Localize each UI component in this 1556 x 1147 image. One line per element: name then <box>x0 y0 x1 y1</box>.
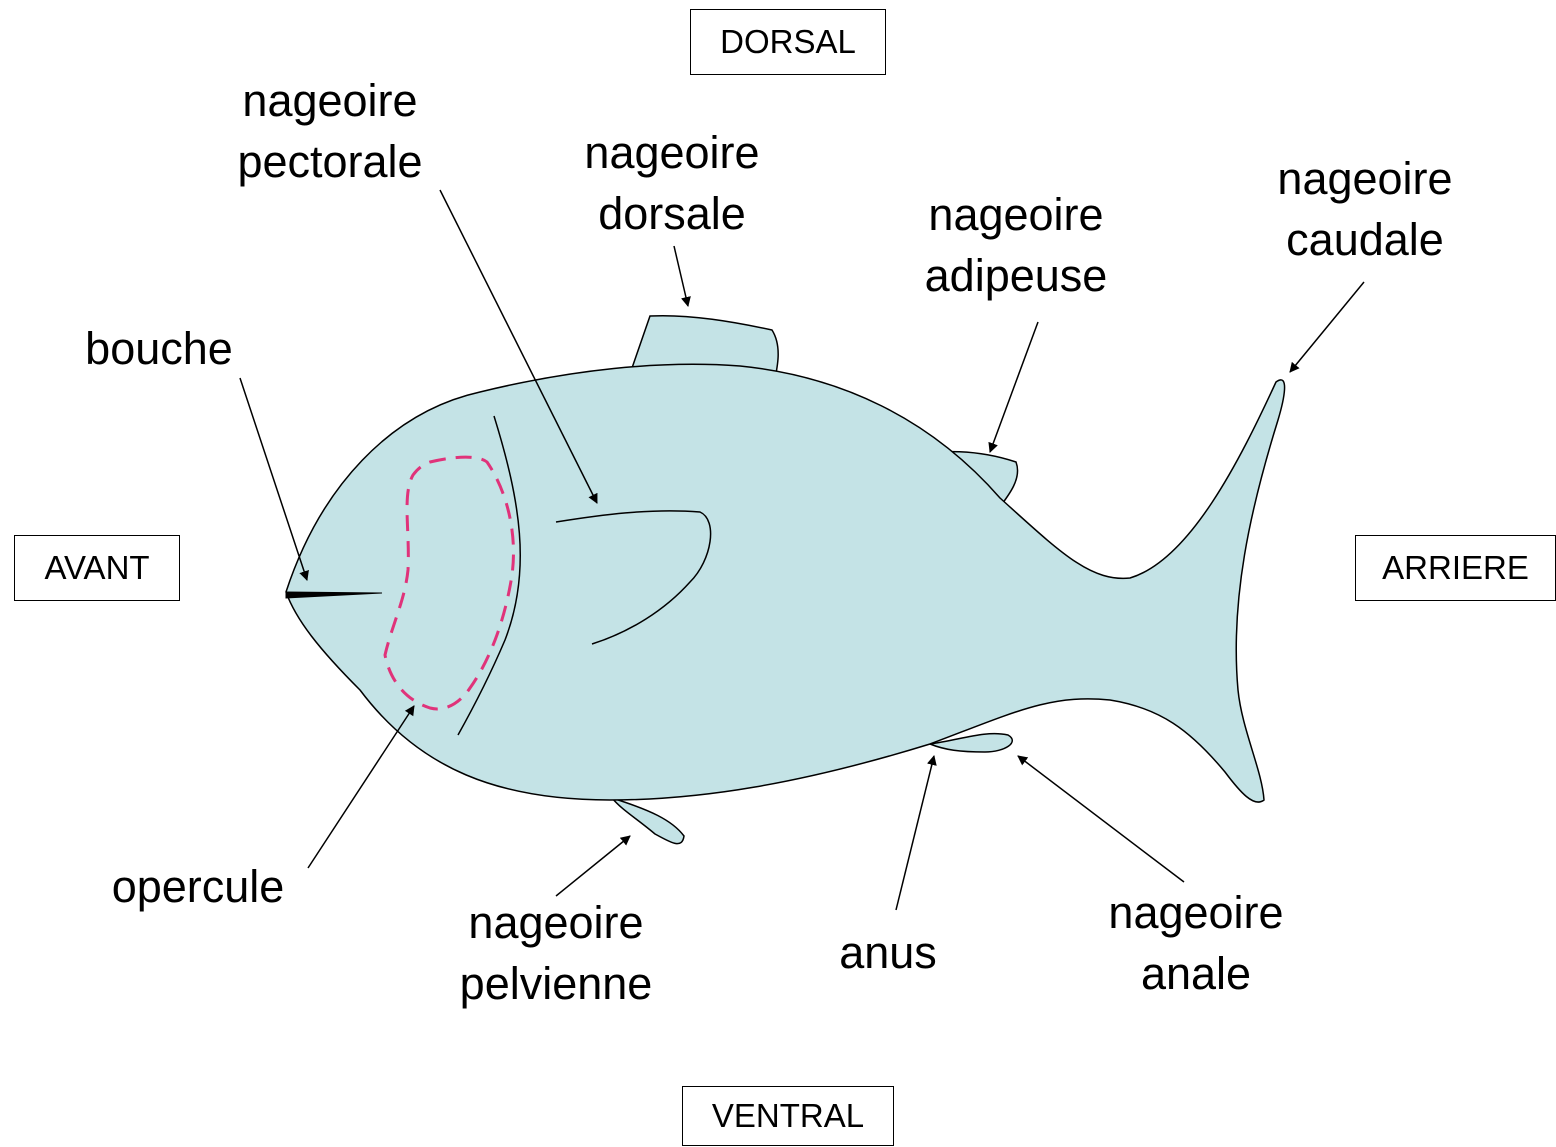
pelvic-fin-shape <box>612 798 684 844</box>
label-pelvic-line2: pelvienne <box>436 953 676 1014</box>
label-caudal-fin: nageoire caudale <box>1254 148 1476 270</box>
label-caudal-line2: caudale <box>1254 209 1476 270</box>
label-anal-line2: anale <box>1086 943 1306 1004</box>
mouth-pointer <box>240 378 307 580</box>
label-anal-line1: nageoire <box>1086 882 1306 943</box>
label-dorsal-line2: dorsale <box>562 183 782 244</box>
label-pelvic-fin: nageoire pelvienne <box>436 892 676 1014</box>
direction-front: AVANT <box>14 535 180 601</box>
label-mouth: bouche <box>60 318 258 379</box>
label-pectoral-line1: nageoire <box>219 70 441 131</box>
anal-pointer <box>1018 756 1184 882</box>
dorsal-fin-pointer <box>674 246 688 306</box>
fish-body-shape <box>286 364 1285 802</box>
label-anal-fin: nageoire anale <box>1086 882 1306 1004</box>
label-pectoral-fin: nageoire pectorale <box>219 70 441 192</box>
label-adipose-fin: nageoire adipeuse <box>904 184 1128 306</box>
operculum-pointer <box>308 706 414 868</box>
label-operculum: opercule <box>88 856 308 917</box>
label-dorsal-fin: nageoire dorsale <box>562 122 782 244</box>
label-adipose-line2: adipeuse <box>904 245 1128 306</box>
pelvic-pointer <box>556 836 630 896</box>
adipose-pointer <box>990 322 1038 452</box>
label-pelvic-line1: nageoire <box>436 892 676 953</box>
caudal-pointer <box>1290 282 1364 372</box>
direction-back: ARRIERE <box>1355 535 1556 601</box>
anus-pointer <box>896 756 934 910</box>
direction-ventral: VENTRAL <box>682 1086 894 1146</box>
label-caudal-line1: nageoire <box>1254 148 1476 209</box>
label-dorsal-line1: nageoire <box>562 122 782 183</box>
label-anus: anus <box>818 922 958 983</box>
label-adipose-line1: nageoire <box>904 184 1128 245</box>
label-pectoral-line2: pectorale <box>219 131 441 192</box>
direction-dorsal: DORSAL <box>690 9 886 75</box>
